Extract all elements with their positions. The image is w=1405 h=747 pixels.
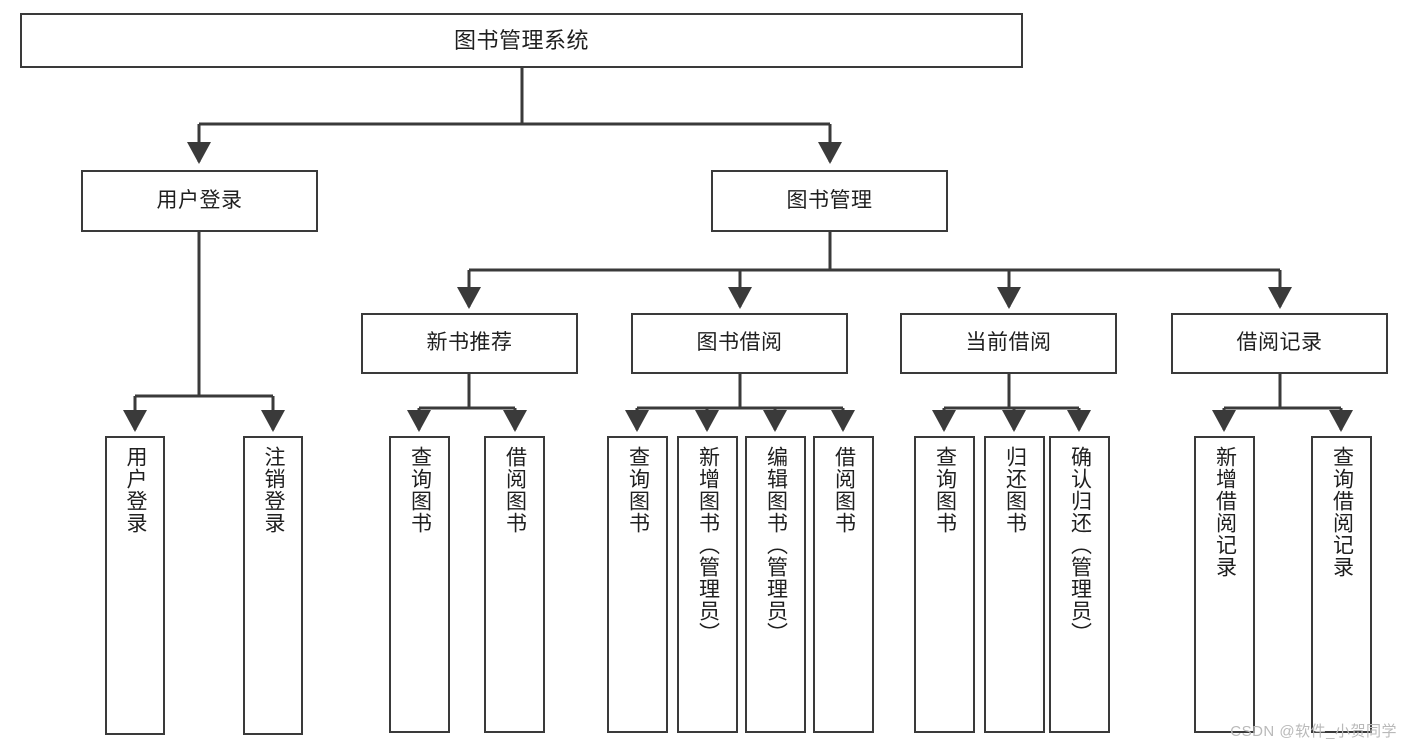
node-label: 确认归还（管理员） bbox=[1068, 446, 1092, 644]
node-label: 新书推荐 bbox=[426, 331, 513, 355]
node-root-system[interactable]: 图书管理系统 bbox=[20, 13, 1023, 68]
node-label: 图书借阅 bbox=[696, 331, 783, 355]
node-label: 查询借阅记录 bbox=[1330, 446, 1354, 578]
node-label: 图书管理 bbox=[786, 188, 873, 212]
node-book-borrow[interactable]: 图书借阅 bbox=[631, 313, 848, 374]
node-label: 借阅图书 bbox=[503, 446, 527, 534]
node-borrow-record[interactable]: 借阅记录 bbox=[1171, 313, 1388, 374]
leaf-borrow-edit-book-admin[interactable]: 编辑图书（管理员） bbox=[745, 436, 806, 733]
node-label: 查询图书 bbox=[626, 446, 650, 534]
leaf-current-return-book[interactable]: 归还图书 bbox=[984, 436, 1045, 733]
node-new-book-recommend[interactable]: 新书推荐 bbox=[361, 313, 578, 374]
node-label: 新增借阅记录 bbox=[1213, 446, 1237, 578]
csdn-watermark: CSDN @软件_小贺同学 bbox=[1230, 723, 1397, 740]
leaf-borrow-borrow-book[interactable]: 借阅图书 bbox=[813, 436, 874, 733]
node-label: 借阅记录 bbox=[1236, 331, 1323, 355]
node-label: 编辑图书（管理员） bbox=[764, 446, 788, 644]
node-label: 归还图书 bbox=[1003, 446, 1027, 534]
leaf-record-query-record[interactable]: 查询借阅记录 bbox=[1311, 436, 1372, 733]
node-label: 新增图书（管理员） bbox=[696, 446, 720, 644]
node-label: 查询图书 bbox=[933, 446, 957, 534]
node-label: 查询图书 bbox=[408, 446, 432, 534]
node-user-login[interactable]: 用户登录 bbox=[81, 170, 318, 232]
node-label: 图书管理系统 bbox=[453, 27, 589, 53]
leaf-user-login-logout[interactable]: 注销登录 bbox=[243, 436, 303, 735]
leaf-recommend-query-book[interactable]: 查询图书 bbox=[389, 436, 450, 733]
node-label: 用户登录 bbox=[124, 446, 148, 534]
leaf-borrow-add-book-admin[interactable]: 新增图书（管理员） bbox=[677, 436, 738, 733]
node-label: 注销登录 bbox=[262, 446, 286, 534]
node-book-management[interactable]: 图书管理 bbox=[711, 170, 948, 232]
leaf-current-confirm-return-admin[interactable]: 确认归还（管理员） bbox=[1049, 436, 1110, 733]
node-current-borrow[interactable]: 当前借阅 bbox=[900, 313, 1117, 374]
leaf-record-add-record[interactable]: 新增借阅记录 bbox=[1194, 436, 1255, 733]
node-label: 用户登录 bbox=[156, 188, 243, 212]
leaf-user-login-login[interactable]: 用户登录 bbox=[105, 436, 165, 735]
node-label: 借阅图书 bbox=[832, 446, 856, 534]
leaf-recommend-borrow-book[interactable]: 借阅图书 bbox=[484, 436, 545, 733]
leaf-current-query-book[interactable]: 查询图书 bbox=[914, 436, 975, 733]
leaf-borrow-query-book[interactable]: 查询图书 bbox=[607, 436, 668, 733]
node-label: 当前借阅 bbox=[965, 331, 1052, 355]
